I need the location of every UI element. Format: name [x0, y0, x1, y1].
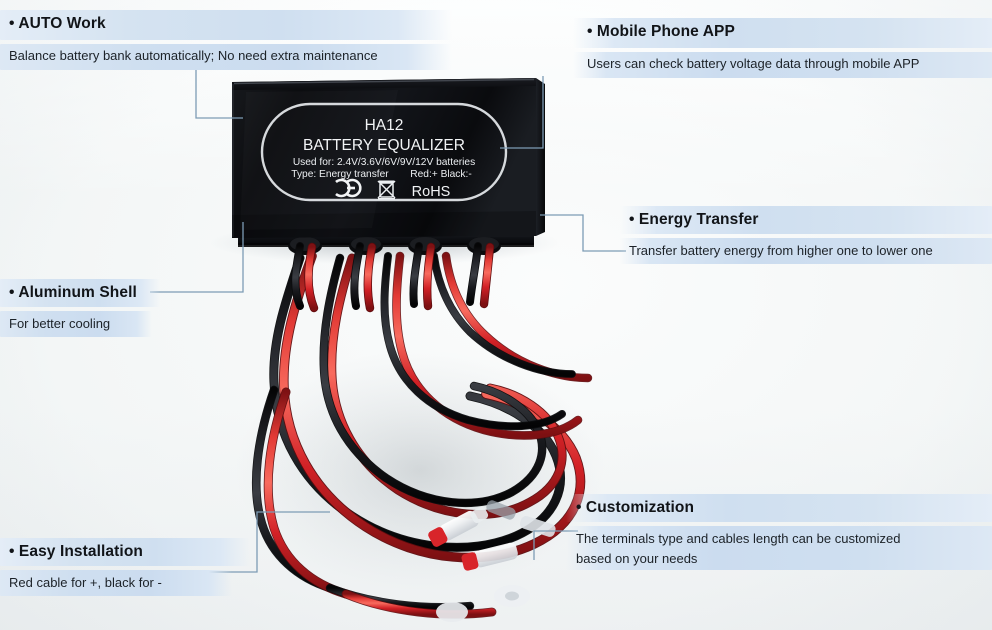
- callout-customization-body-line2: based on your needs: [576, 550, 698, 566]
- callout-energy-transfer-body: Transfer battery energy from higher one …: [629, 243, 933, 259]
- ce-mark-icon: [335, 178, 362, 198]
- callout-auto-work-title: • AUTO Work: [9, 15, 106, 32]
- ring-terminals: [428, 500, 556, 622]
- callout-easy-installation-body: Red cable for +, black for -: [9, 575, 162, 591]
- callout-aluminum-shell: • Aluminum Shell For better cooling: [0, 279, 160, 339]
- label-model: HA12: [365, 117, 404, 134]
- callout-customization: • Customization The terminals type and c…: [566, 494, 992, 573]
- callout-easy-installation-title: • Easy Installation: [9, 543, 143, 560]
- callout-auto-work: • AUTO Work Balance battery bank automat…: [0, 10, 452, 71]
- callout-aluminum-shell-title: • Aluminum Shell: [9, 284, 137, 301]
- weee-bin-icon: [377, 180, 396, 200]
- label-used-for: Used for: 2.4V/3.6V/6V/9V/12V batteries: [293, 157, 475, 168]
- callout-mobile-app: • Mobile Phone APP Users can check batte…: [573, 18, 992, 79]
- callout-easy-installation: • Easy Installation Red cable for +, bla…: [0, 538, 250, 598]
- callout-customization-body-line1: The terminals type and cables length can…: [576, 531, 901, 547]
- equalizer-case: HA12 BATTERY EQUALIZER Used for: 2.4V/3.…: [232, 78, 545, 255]
- callout-auto-work-body: Balance battery bank automatically; No n…: [9, 48, 378, 64]
- cable-stubs: [291, 242, 495, 313]
- callout-customization-title: • Customization: [576, 499, 695, 516]
- callout-aluminum-shell-body: For better cooling: [9, 316, 111, 332]
- label-title: BATTERY EQUALIZER: [303, 137, 465, 154]
- callout-energy-transfer-title: • Energy Transfer: [629, 211, 759, 228]
- callout-energy-transfer: • Energy Transfer Transfer battery energ…: [620, 206, 992, 266]
- case-label: HA12 BATTERY EQUALIZER Used for: 2.4V/3.…: [260, 102, 508, 202]
- label-rohs: RoHS: [412, 184, 451, 200]
- label-polarity: Red:+ Black:-: [410, 169, 471, 180]
- callout-mobile-app-title: • Mobile Phone APP: [587, 23, 735, 40]
- callout-mobile-app-body: Users can check battery voltage data thr…: [587, 56, 920, 72]
- label-type: Type: Energy transfer: [291, 169, 389, 180]
